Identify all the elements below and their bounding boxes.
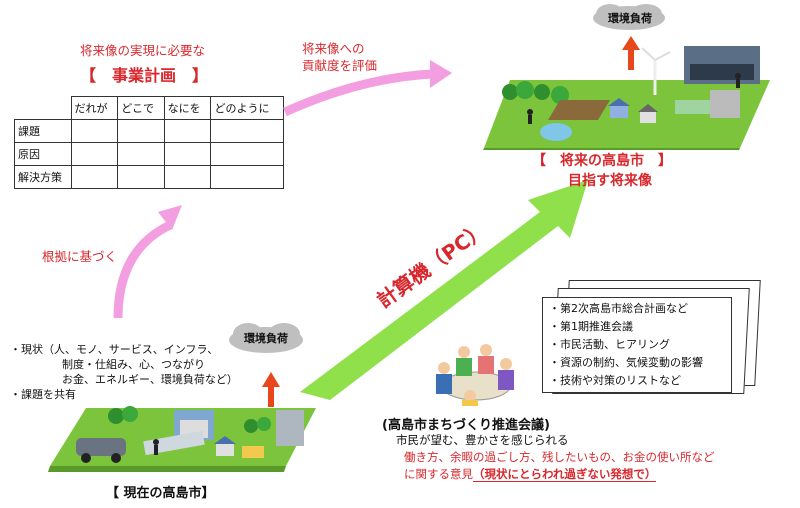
- plan-title: 【 事業計画 】: [80, 66, 209, 85]
- status-line: ・現状（人、モノ、サービス、インフラ、: [10, 343, 219, 356]
- current-title: 【 現在の高島市】: [106, 486, 215, 501]
- basis-label: 根拠に基づく: [42, 249, 118, 264]
- contribution-label-line1: 将来像への: [302, 41, 365, 56]
- document-item: ・第2次高島市総合計画など: [549, 302, 688, 315]
- current-load-arrow-shaft: [268, 385, 274, 407]
- plan-row-cause: 原因: [14, 142, 284, 166]
- meeting-line3-highlight: （現状にとらわれ過ぎない発想で）: [473, 467, 657, 482]
- future-cloud-icon: [593, 4, 665, 30]
- current-city-illustration: [48, 406, 316, 472]
- meeting-title: (高島市まちづくり推進会議): [382, 418, 550, 433]
- meeting-line3: に関する意見（現状にとらわれ過ぎない発想で）: [404, 466, 657, 482]
- basis-arrow: [113, 220, 173, 319]
- meeting-illustration: [436, 344, 514, 406]
- document-item: ・資源の制約、気候変動の影響: [549, 356, 703, 369]
- plan-row-label: 原因: [14, 142, 72, 166]
- plan-table: だれが どこで なにを どのように 課題 原因 解決方策: [14, 96, 284, 189]
- current-cloud-icon: [229, 323, 303, 353]
- basis-arrowhead: [158, 205, 182, 230]
- current-load-arrowhead: [262, 372, 280, 387]
- plan-caption: 将来像の実現に必要な: [80, 43, 206, 58]
- contribution-label: 将来像への 貢献度を評価: [302, 40, 377, 74]
- status-line: ・課題を共有: [10, 388, 76, 401]
- document-item: ・市民活動、ヒアリング: [549, 338, 670, 351]
- meeting-line2: 働き方、余暇の過ごし方、残したいもの、お金の使い所など: [404, 450, 715, 464]
- document-sheet-front: ・第2次高島市総合計画など ・第1期推進会議 ・市民活動、ヒアリング ・資源の制…: [542, 297, 732, 393]
- future-subtitle: 目指す将来像: [568, 173, 652, 189]
- future-title: 【 将来の高島市 】: [532, 153, 672, 169]
- contribution-arrow: [283, 69, 433, 117]
- contribution-label-line2: 貢献度を評価: [302, 58, 378, 73]
- current-status: ・現状（人、モノ、サービス、インフラ、 制度・仕組み、心、つながり お金、エネル…: [10, 342, 238, 402]
- contribution-arrowhead: [430, 60, 452, 88]
- current-load-text: 環境負荷: [244, 332, 288, 345]
- calculator-arrow: [300, 180, 588, 400]
- future-load-text: 環境負荷: [608, 12, 652, 25]
- document-item: ・技術や対策のリストなど: [549, 374, 681, 387]
- meeting-line3-prefix: に関する意見: [404, 467, 473, 481]
- future-load-arrow-shaft: [628, 48, 634, 70]
- future-load-arrowhead: [622, 36, 640, 50]
- status-line: 制度・仕組み、心、つながり: [62, 358, 205, 371]
- plan-row-solution: 解決方策: [14, 165, 284, 189]
- meeting-line1: 市民が望む、豊かさを感じられる: [396, 433, 569, 447]
- document-item: ・第1期推進会議: [549, 320, 633, 333]
- status-line: お金、エネルギー、環境負荷など）: [62, 373, 238, 386]
- plan-col-who: だれが: [70, 96, 119, 120]
- future-city-illustration: [483, 46, 770, 150]
- plan-col-what: なにを: [163, 96, 212, 120]
